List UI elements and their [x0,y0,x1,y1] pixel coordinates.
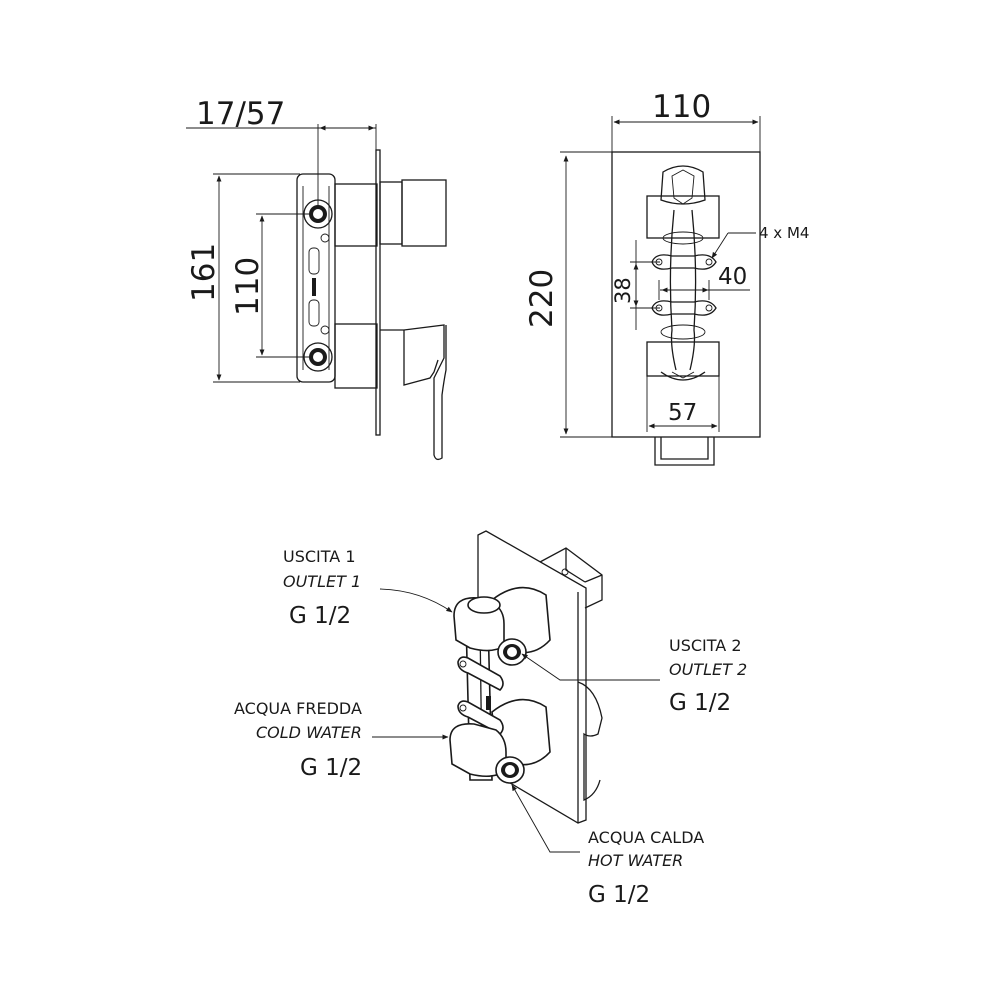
cold-label-it: ACQUA FREDDA [234,699,362,718]
outlet2-label-it: USCITA 2 [669,636,742,655]
dim-side-inlet-spacing: 110 [230,257,266,316]
wall-plate-side [375,149,381,436]
label-screws: 4 x M4 [759,224,809,242]
outlet2-label-en: OUTLET 2 [669,660,747,679]
wall-plate-front [611,151,761,438]
outlet2-thread: G 1/2 [669,690,731,716]
dim-front-bolt-v: 38 [611,277,635,304]
housing-top-front [646,195,720,239]
dim-side-height: 161 [186,243,222,302]
port-top-side [303,199,333,229]
dim-front-bolt-h: 40 [718,264,747,290]
cold-thread: G 1/2 [300,755,362,781]
dim-front-body-width: 57 [668,400,697,426]
lever-side [380,324,447,461]
outlet1-label-it: USCITA 1 [283,547,356,566]
valve-body-side [296,173,336,383]
outlet1-thread: G 1/2 [289,603,351,629]
port-bottom-side [303,342,333,372]
dim-front-width: 110 [652,89,711,125]
hot-label-en: HOT WATER [588,851,683,870]
side-view: 17/57 161 110 [186,96,447,461]
front-view: 110 220 38 [524,89,809,466]
housing-bottom-front [646,341,720,377]
outlet1-label-en: OUTLET 1 [283,572,361,591]
hot-label-it: ACQUA CALDA [588,828,704,847]
dim-front-height: 220 [524,269,560,328]
cold-label-en: COLD WATER [256,723,362,742]
callout-outlet1: USCITA 1 OUTLET 1 G 1/2 [283,547,361,629]
isometric-view [372,530,660,853]
callout-hot-water: ACQUA CALDA HOT WATER G 1/2 [588,828,704,908]
dim-side-depth: 17/57 [196,96,285,132]
callout-outlet2: USCITA 2 OUTLET 2 G 1/2 [669,636,747,716]
hot-thread: G 1/2 [588,882,650,908]
callout-cold-water: ACQUA FREDDA COLD WATER G 1/2 [234,699,362,781]
knob-side [401,179,447,247]
